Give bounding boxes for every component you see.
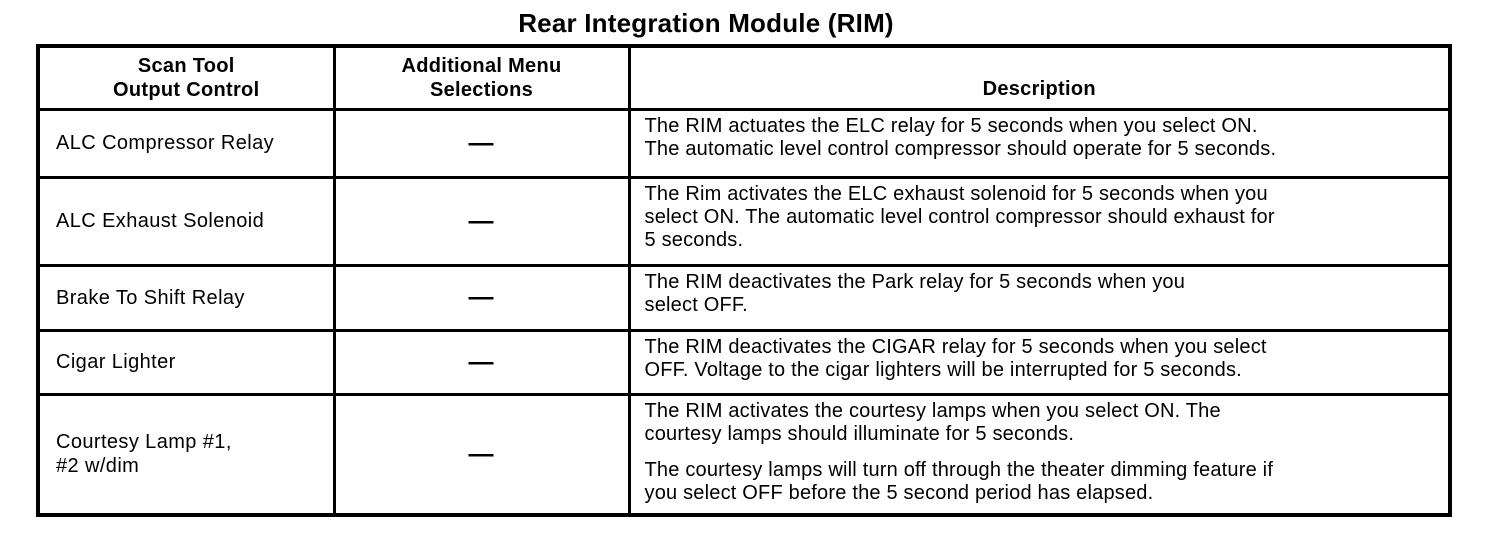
table-row: ALC Compressor Relay — The RIM actuates …: [36, 107, 1452, 179]
output-control-cell: Courtesy Lamp #1, #2 w/dim: [36, 392, 336, 517]
description-paragraph: The courtesy lamps will turn off through…: [644, 458, 1274, 504]
description-paragraph: The RIM actuates the ELC relay for 5 sec…: [644, 114, 1277, 160]
page-title: Rear Integration Module (RIM): [518, 8, 894, 38]
table-row: Brake To Shift Relay — The RIM deactivat…: [36, 263, 1452, 332]
column-header-description: Description: [627, 44, 1452, 111]
output-control-cell: Cigar Lighter: [36, 328, 336, 396]
table-row: Cigar Lighter — The RIM deactivates the …: [36, 328, 1452, 396]
menu-selection-cell: —: [332, 107, 631, 179]
output-control-cell: Brake To Shift Relay: [36, 263, 336, 332]
description-cell: The RIM deactivates the Park relay for 5…: [627, 263, 1452, 332]
menu-selection-cell: —: [332, 263, 631, 332]
table-row: ALC Exhaust Solenoid — The Rim activates…: [36, 175, 1452, 267]
menu-selection-cell: —: [332, 392, 631, 517]
menu-selection-cell: —: [332, 175, 631, 267]
description-paragraph: The RIM deactivates the CIGAR relay for …: [644, 335, 1267, 381]
description-cell: The RIM activates the courtesy lamps whe…: [627, 392, 1452, 517]
description-paragraph: The RIM deactivates the Park relay for 5…: [644, 270, 1186, 316]
description-cell: The RIM deactivates the CIGAR relay for …: [627, 328, 1452, 396]
output-control-cell: ALC Compressor Relay: [36, 107, 336, 179]
column-header-menu-selections: Additional Menu Selections: [332, 44, 631, 111]
description-cell: The RIM actuates the ELC relay for 5 sec…: [627, 107, 1452, 179]
rim-table: Scan Tool Output Control Additional Menu…: [36, 44, 1452, 517]
description-paragraph: The RIM activates the courtesy lamps whe…: [644, 399, 1221, 445]
description-paragraph: The Rim activates the ELC exhaust soleno…: [644, 182, 1275, 251]
description-cell: The Rim activates the ELC exhaust soleno…: [627, 175, 1452, 267]
column-header-output-control: Scan Tool Output Control: [36, 44, 336, 111]
table-row: Courtesy Lamp #1, #2 w/dim — The RIM act…: [36, 392, 1452, 517]
menu-selection-cell: —: [332, 328, 631, 396]
header-row: Scan Tool Output Control Additional Menu…: [36, 44, 1452, 111]
output-control-cell: ALC Exhaust Solenoid: [36, 175, 336, 267]
